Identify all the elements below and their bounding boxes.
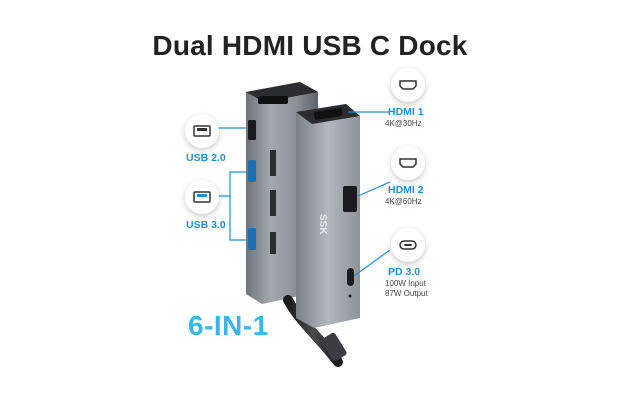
product-title: Dual HDMI USB C Dock xyxy=(152,30,468,61)
brand-mark: SSK xyxy=(317,214,328,235)
usb-3-port-1 xyxy=(248,160,256,182)
hdmi-1-label: HDMI 1 xyxy=(388,106,424,118)
hdmi-1-icon xyxy=(391,68,425,102)
hdmi-icon xyxy=(399,80,417,90)
pd-label: PD 3.0 xyxy=(388,266,421,278)
pd-spec-input: 100W Input xyxy=(385,279,426,288)
hdmi-icon xyxy=(399,158,417,168)
tagline: 6-IN-1 xyxy=(188,310,269,341)
dock-front-unit: SSK xyxy=(296,104,360,328)
usb-3-label: USB 3.0 xyxy=(186,219,226,231)
hdmi-2-spec: 4K@60Hz xyxy=(385,197,422,206)
pd-spec-output: 87W Output xyxy=(385,289,428,298)
usb-2-icon xyxy=(185,114,219,148)
usb-3-port-2 xyxy=(248,228,256,250)
pd-port xyxy=(347,268,354,286)
hdmi-1-spec: 4K@30Hz xyxy=(385,119,422,128)
usb-a-icon xyxy=(193,125,211,137)
usb-c-icon xyxy=(399,240,417,250)
hdmi-2-icon xyxy=(391,146,425,180)
usb-2-port xyxy=(248,120,256,140)
pd-icon xyxy=(391,228,425,262)
usb-a-icon xyxy=(193,191,211,203)
hdmi-2-port xyxy=(343,186,357,212)
usb-3-icon xyxy=(185,180,219,214)
hdmi-2-label: HDMI 2 xyxy=(388,184,424,196)
usb-2-label: USB 2.0 xyxy=(186,152,226,164)
